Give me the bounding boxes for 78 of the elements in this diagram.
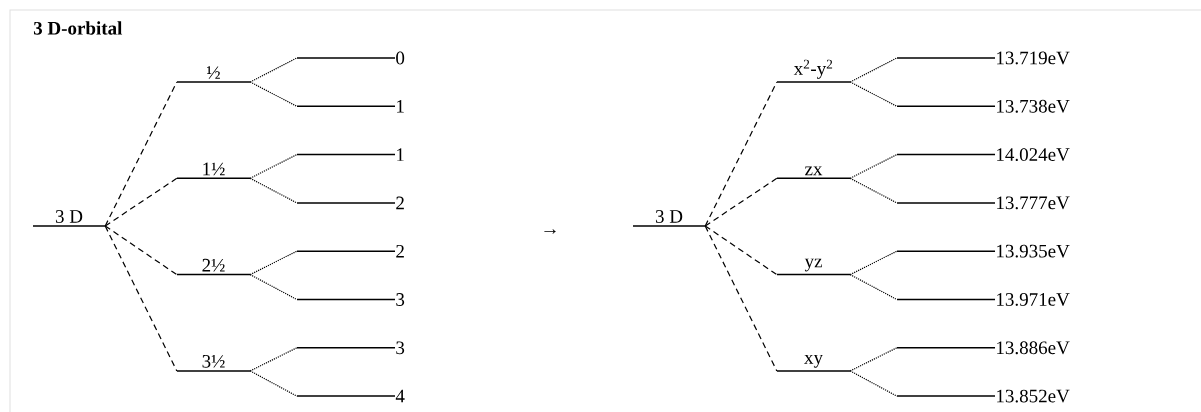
node-label: 13.971eV [997,293,1070,306]
energy-level: 3 D [633,210,705,227]
connector [249,177,298,204]
node-label: 1 [397,148,404,161]
energy-level: 1½ [177,162,250,180]
connector [104,177,178,227]
connector [249,347,298,372]
node-label: x$^{2}$-y$^{2}$ [793,59,833,79]
energy-level: zx [777,166,850,180]
node-label: 3½ [202,354,225,368]
energy-level: 2 [297,196,404,210]
node-label: 3 [396,341,405,355]
node-label: 2 [396,244,404,258]
node-label: 13.852eV [997,389,1070,403]
energy-level: x$^{2}$-y$^{2}$ [777,59,850,83]
connector [704,225,778,276]
energy-level: 3½ [177,355,250,372]
energy-level: 4 [297,389,405,403]
node-label: 2½ [202,258,225,272]
connector [849,81,898,107]
node-label: 13.738eV [997,99,1070,113]
energy-level: 13.719eV [897,51,1070,65]
connector [249,57,298,83]
energy-level: 3 D [33,210,105,227]
node-label: zx [805,166,823,176]
connector [249,154,298,179]
energy-level: 2½ [177,258,250,276]
node-label: 4 [395,389,405,403]
energy-level: 2 [297,244,404,258]
node-label: 0 [396,51,405,65]
connector [849,370,898,397]
node-label: 3 D [55,210,83,223]
connector [704,225,778,372]
energy-level: xy [777,354,850,372]
node-label: 13.886eV [997,341,1070,355]
energy-level: 1 [297,148,404,161]
node-label: ½ [206,66,220,79]
connector [249,250,298,276]
connector [849,347,898,372]
energy-level: 13.852eV [897,389,1070,403]
connector [704,81,778,227]
energy-level: 3 [297,293,405,306]
node-label: 1½ [203,162,225,176]
connector [849,57,898,83]
node-label: xy [804,354,823,368]
energy-level: 13.886eV [897,341,1070,355]
energy-level: 13.738eV [897,99,1070,113]
connector [849,154,898,179]
connector [704,177,778,227]
energy-level: 13.777eV [897,196,1070,210]
connector [249,370,298,397]
node-label: 3 D [655,210,683,223]
energy-level: yz [777,258,850,276]
connector [849,274,898,301]
connector [104,81,178,227]
connector [104,225,178,372]
node-label: 13.719eV [997,51,1070,65]
energy-level: 14.024eV [897,148,1070,162]
node-label: 3 [396,293,405,306]
connector [104,225,178,276]
transition-arrow: → [544,229,556,234]
node-label: 2 [396,196,404,210]
energy-level: ½ [177,66,250,83]
node-label: yz [804,258,822,272]
connector [849,177,898,204]
energy-level: 1 [297,100,404,113]
connector [249,274,298,301]
energy-level: 13.935eV [897,244,1070,258]
energy-level: 3 [297,341,405,355]
node-label: 14.024eV [997,148,1070,162]
connector [249,81,298,107]
node-label: 13.935eV [997,244,1070,258]
connector [849,250,898,276]
energy-level: 13.971eV [897,293,1070,306]
node-label: 13.777eV [997,196,1070,210]
energy-level: 0 [297,51,405,65]
title: 3 D-orbital [33,21,123,35]
node-label: 1 [397,100,404,113]
